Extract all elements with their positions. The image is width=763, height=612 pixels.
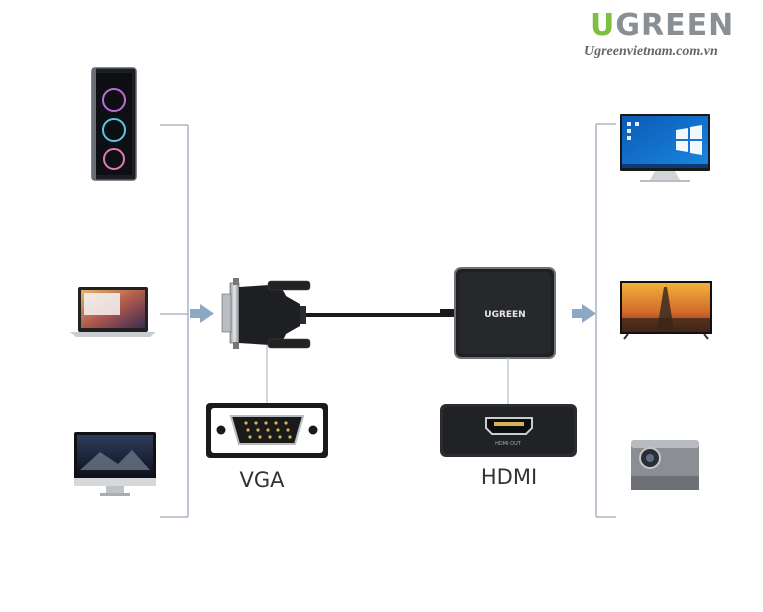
- brand-website: Ugreenvietnam.com.vn: [584, 44, 718, 59]
- hdmi-label: HDMI: [481, 465, 537, 489]
- left-arrow-icon: [190, 304, 214, 323]
- vga-port: [206, 403, 328, 458]
- vga-connector: [221, 278, 311, 349]
- hdmi-port-label: HDMI OUT: [495, 441, 522, 447]
- hdmi-port: HDMI OUT: [440, 404, 577, 457]
- right-arrow-icon: [572, 304, 596, 323]
- adapter-brand-label: UGREEN: [484, 310, 525, 320]
- desktop-tower-icon: [91, 67, 137, 181]
- adapter-box: UGREEN: [440, 267, 556, 359]
- brand-logo: UGREEN: [590, 8, 735, 43]
- tv-icon: [620, 281, 712, 340]
- left-connector-lines: [160, 124, 189, 518]
- laptop-icon: [70, 287, 156, 337]
- vga-label: VGA: [239, 468, 285, 492]
- projector-icon: [631, 440, 699, 490]
- right-connector-lines: [595, 123, 616, 518]
- all-in-one-pc-icon: [74, 432, 156, 496]
- monitor-icon: [620, 114, 710, 182]
